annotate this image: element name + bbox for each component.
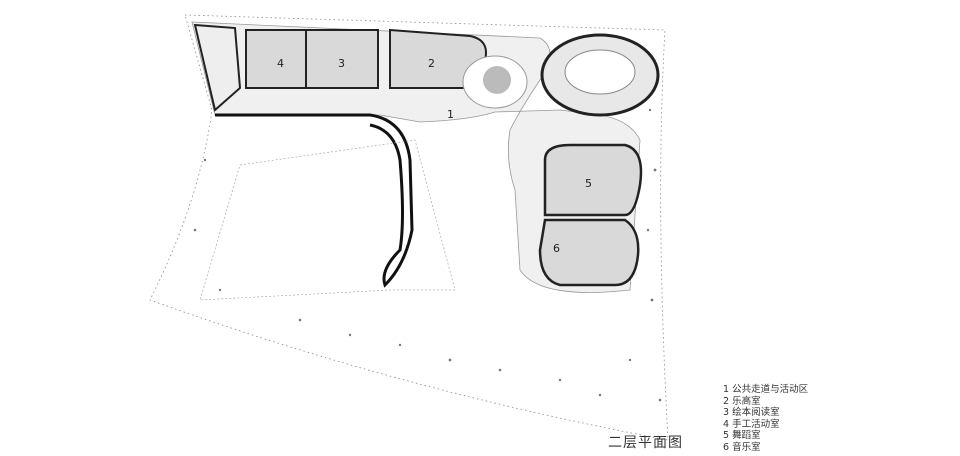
room-label-3: 3: [338, 57, 345, 70]
building-floor: [191, 21, 641, 293]
room-3: [305, 29, 379, 89]
room-label-6: 6: [553, 242, 560, 255]
legend-item: 5 舞蹈室: [723, 430, 761, 441]
landscape-dots: [193, 58, 662, 402]
room-label-1: 1: [447, 108, 454, 121]
room-4: [245, 29, 307, 89]
room-5: [543, 143, 643, 217]
room-label-5: 5: [585, 177, 592, 190]
legend-item: 1 公共走道与活动区: [723, 384, 809, 395]
legend-item: 4 手工活动室: [723, 418, 780, 430]
tree-icon: [483, 66, 511, 94]
legend-item: 6 音乐室: [723, 441, 761, 453]
legend-item: 2 乐高室: [723, 395, 761, 407]
stair-left: [193, 23, 242, 112]
room-label-2: 2: [428, 57, 435, 70]
void-wall: [215, 113, 414, 288]
void-outline: [199, 139, 456, 301]
plan-title: 二层平面图: [608, 435, 683, 451]
legend: 1 公共走道与活动区 2 乐高室 3 绘本阅读室 4 手工活动室 5 舞蹈室 6…: [723, 384, 808, 453]
site-boundary: [149, 14, 669, 441]
room-6: [538, 218, 640, 287]
room-label-4: 4: [277, 57, 284, 70]
legend-item: 3 绘本阅读室: [723, 407, 780, 418]
